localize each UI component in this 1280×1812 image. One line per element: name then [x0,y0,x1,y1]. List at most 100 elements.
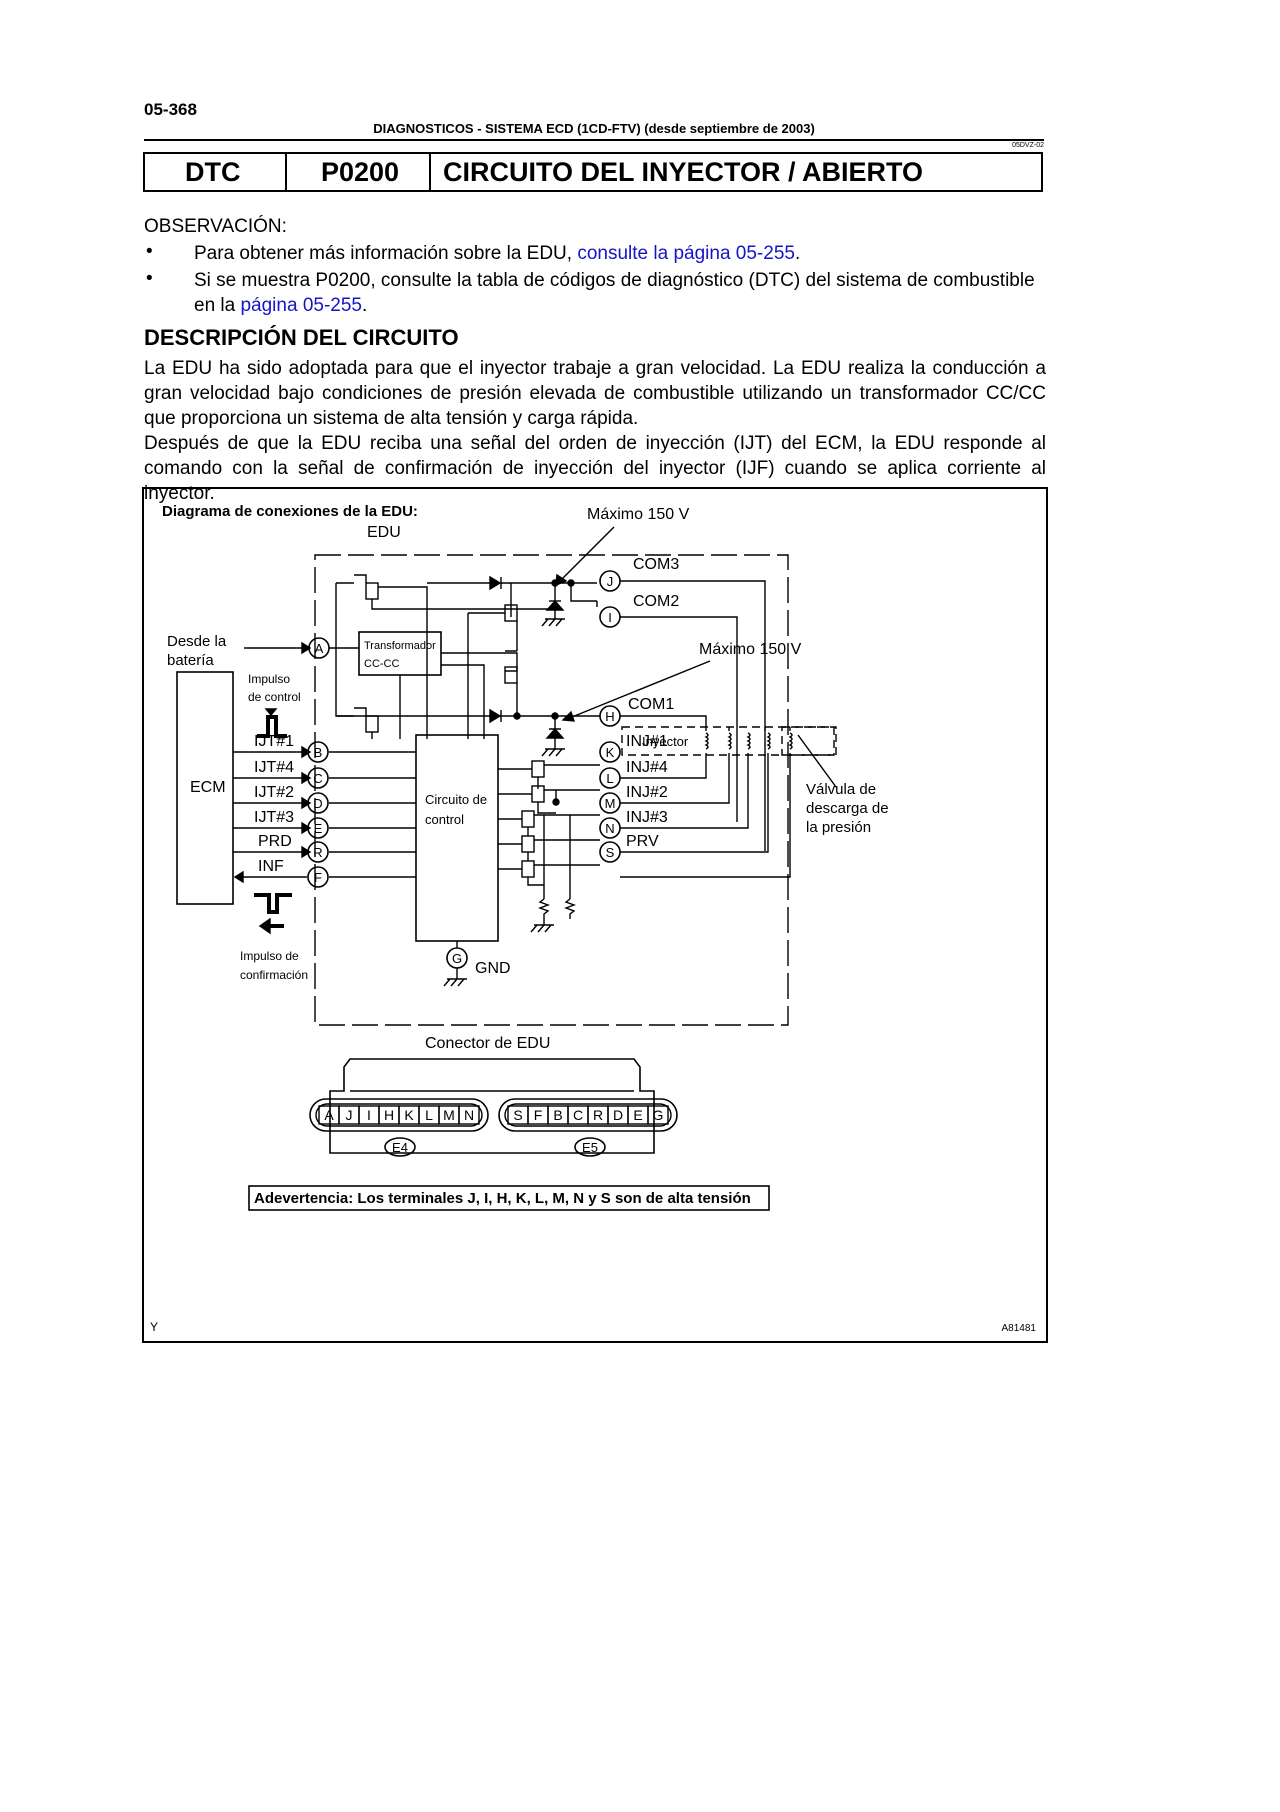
connector-pin-label: B [553,1107,562,1123]
connector-pin-label: F [534,1107,543,1123]
dtc-divider [429,154,431,190]
ground-symbol [443,978,467,987]
terminal-circle [307,741,329,763]
terminal-j: J [607,574,614,589]
terminal-circle [307,767,329,789]
terminal-i: I [608,610,612,625]
wire [354,574,367,583]
arrowhead [301,796,312,810]
battery-label: Desde la [167,633,227,650]
signal-inj3: INJ#3 [626,809,668,826]
wiring-diagram: Diagrama de conexiones de la EDU: EDU Má… [150,503,1036,1334]
terminal-b: B [314,745,323,760]
figure-corner-mark: Y [150,1320,158,1334]
signal-ijt2: IJT#2 [254,784,294,801]
control-pulse-icon [257,715,287,738]
edu-label: EDU [367,524,401,541]
valve-label: la presión [806,819,871,836]
connector-title: Conector de EDU [425,1035,550,1052]
ecm-label: ECM [190,779,226,796]
valve-label: Válvula de [806,781,876,798]
arrowhead [301,845,312,859]
control-pulse-label: Impulso [248,672,290,686]
pointer-line [797,734,837,788]
mosfet-driver [521,810,535,828]
terminal-circle [599,841,621,863]
injector-coil [746,732,751,750]
mosfet-driver [531,760,545,778]
connector-pin-cell [458,1105,480,1125]
connector-pin-label: A [324,1107,334,1123]
transformer-label: Transformador [364,640,436,652]
arrowhead [301,821,312,835]
wire [620,753,730,804]
injector-coil [727,732,732,750]
description-paragraph: Después de que la EDU reciba una señal d… [144,433,1046,504]
dtc-code: P0200 [321,157,400,187]
observation-text: Para obtener más información sobre la ED… [194,243,578,264]
wire [378,586,428,739]
page-link[interactable]: consulte la página 05-255 [577,243,795,264]
signal-prv: PRV [626,833,659,850]
connector-e5-shell [498,1098,678,1132]
page-link[interactable]: página 05-255 [240,295,362,316]
terminal-circle [307,866,329,888]
connector-e4-tag [384,1137,416,1157]
wire [441,652,518,672]
connector-e5-inner [504,1103,672,1127]
bullet: • [146,241,153,262]
dtc-title-bar: DTC P0200 CIRCUITO DEL INYECTOR / ABIERT… [143,152,1043,192]
terminal-circle [599,741,621,763]
circuit-description: La EDU ha sido adoptada para que el inye… [144,356,1046,506]
output-drivers [498,760,600,933]
zener-diode [545,727,565,739]
description-paragraph: La EDU ha sido adoptada para que el inye… [144,358,1046,429]
connector-e5-label: E5 [582,1140,598,1155]
edu-connector-housing [329,1058,655,1154]
driver-wire [527,827,544,886]
terminal-circle [599,767,621,789]
diagram-title: Diagrama de conexiones de la EDU: [162,503,418,520]
valve-label: descarga de [806,800,889,817]
signal-ijt4: IJT#4 [254,759,294,776]
wire [620,616,738,822]
control-circuit-label: control [425,812,464,827]
edu-boundary [314,554,789,1026]
ground-symbol [541,618,565,627]
connector-e4-inner [315,1103,483,1127]
connector-e4-shell [309,1098,489,1132]
wire [505,621,518,652]
connector-pin-cell [647,1105,669,1125]
terminal-n: N [605,821,614,836]
wire [620,753,707,779]
wiring-diagram-figure: Diagrama de conexiones de la EDU: EDU Má… [142,487,1048,1343]
ground-symbol [541,748,565,757]
left-signal-lines [233,745,416,884]
observation-item: Si se muestra P0200, consulte la tabla d… [194,268,1044,318]
connector-e5-tag [574,1137,606,1157]
terminal-e: E [314,821,323,836]
terminal-r: R [313,845,322,860]
connector-pin-label: M [443,1107,455,1123]
valve-coil [788,732,793,750]
wire [441,664,485,739]
max-voltage-label: Máximo 150 V [587,506,690,523]
pointer-line [571,660,711,718]
confirm-pulse-icon [254,893,292,914]
header-rule [144,139,1044,141]
driver-wire [498,768,532,870]
wire [549,728,561,749]
terminal-f: F [314,870,322,885]
pointer-line [561,526,615,580]
arrowhead [301,641,312,655]
arrowhead [233,870,244,884]
wire [371,599,558,610]
wire [620,753,791,878]
wire [620,753,749,829]
terminal-circle [307,841,329,863]
wire [335,583,354,717]
signal-inj4: INJ#4 [626,759,668,776]
dtc-title: CIRCUITO DEL INYECTOR / ABIERTO [443,157,924,187]
diode [489,708,502,724]
